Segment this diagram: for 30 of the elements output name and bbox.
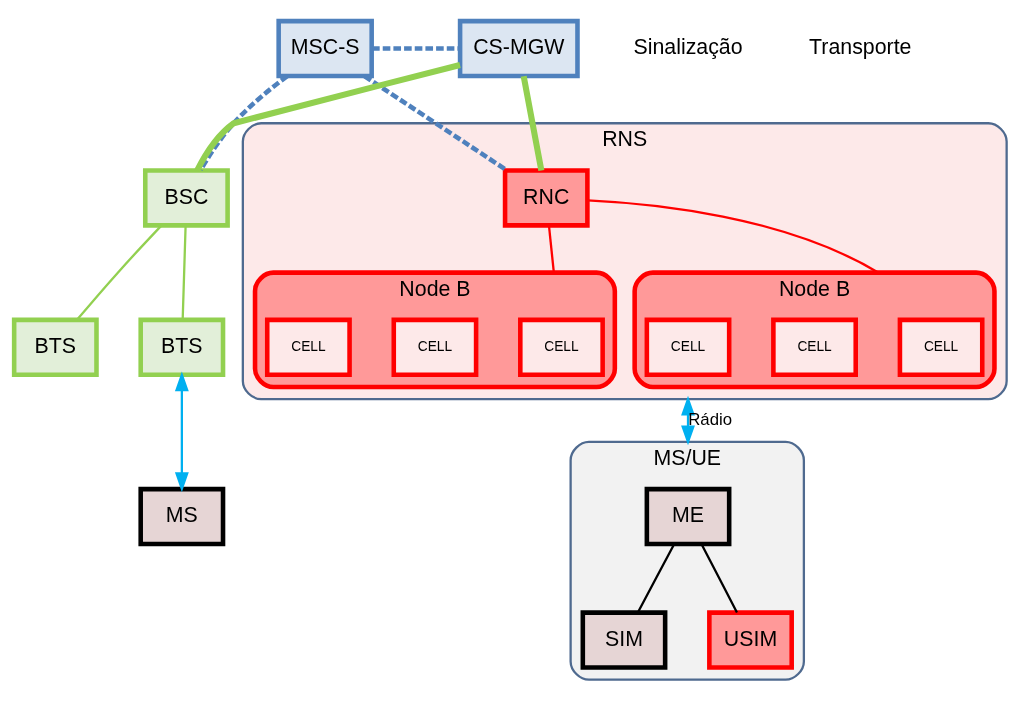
- node-box: MS: [138, 486, 226, 547]
- connector: [76, 224, 163, 321]
- label: Transporte: [809, 35, 912, 60]
- node-box: CELL: [897, 317, 985, 378]
- node-box: CELL: [644, 317, 732, 378]
- arrow: [174, 371, 189, 493]
- node-box: CELL: [264, 317, 352, 378]
- arrow: [681, 395, 695, 446]
- connector: [181, 225, 187, 320]
- node-box: RNC: [502, 168, 590, 228]
- node-box: USIM: [707, 610, 794, 670]
- connector: [700, 543, 738, 613]
- connector: [547, 225, 555, 273]
- connector: [372, 46, 460, 51]
- node-box: SIM: [580, 610, 668, 670]
- node-box: CELL: [518, 317, 605, 378]
- node-box: CS-MGW: [457, 18, 580, 79]
- node-box: BTS: [11, 317, 99, 378]
- connector: [520, 75, 545, 172]
- connector: [194, 62, 461, 172]
- node-box: CELL: [391, 317, 479, 378]
- node-box: CELL: [771, 317, 858, 378]
- node-box: BSC: [143, 168, 230, 228]
- edge-label: Rádio: [688, 409, 733, 429]
- node-box: MSC-S: [276, 18, 374, 79]
- label: Sinalização: [633, 35, 743, 60]
- node-box: BTS: [138, 317, 226, 378]
- node-box: ME: [644, 486, 732, 547]
- connector: [636, 543, 676, 613]
- connector: [587, 199, 880, 274]
